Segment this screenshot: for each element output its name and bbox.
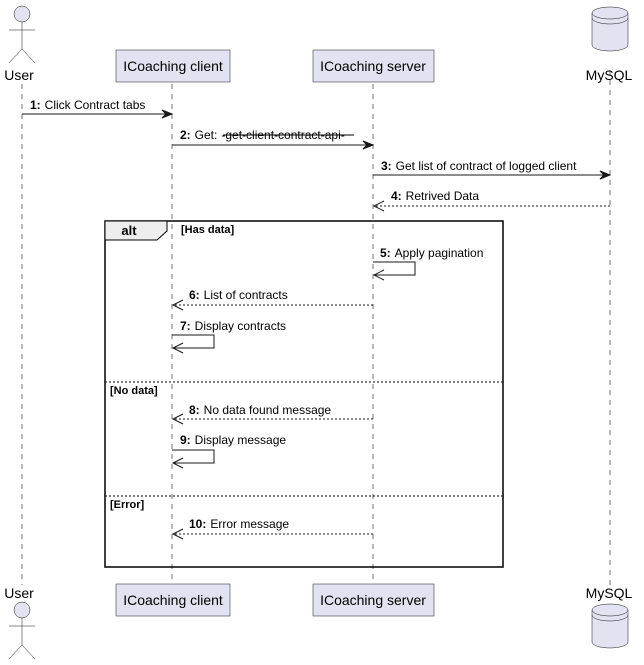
participant-client-top: ICoaching client [115,49,231,83]
guard-error: [Error] [110,499,145,511]
participant-label: MySQL [586,67,633,83]
message-5: 5:Apply pagination [372,246,483,281]
arrowhead [599,170,612,180]
alt-frame: alt [Has data] [No data] [Error] [104,220,504,568]
participant-server-top: ICoaching server [312,49,435,83]
actor-icon [8,601,36,660]
participant-label: User [4,585,34,601]
participant-label: ICoaching server [320,592,426,608]
participant-label: User [4,67,34,83]
svg-text:6:List of contracts: 6:List of contracts [189,288,288,302]
svg-text:5:Apply pagination: 5:Apply pagination [380,246,483,260]
message-7: 7:Display contracts [171,319,286,354]
svg-text:9:Display message: 9:Display message [180,433,286,447]
message-9: 9:Display message [171,433,286,469]
database-mysql-bottom: MySQL [586,585,633,649]
actor-icon [8,5,36,64]
participant-label: ICoaching client [123,58,223,74]
svg-text:10:Error message: 10:Error message [189,517,289,531]
alt-tab [104,220,168,241]
arrowhead [372,200,385,212]
arrowhead [171,299,184,311]
actor-user-bottom: User [4,585,36,660]
database-icon [591,603,629,649]
arrowhead [171,342,184,354]
participant-label: ICoaching client [123,592,223,608]
arrowhead [372,269,385,281]
alt-label: alt [121,223,137,238]
svg-text:7:Display contracts: 7:Display contracts [180,319,286,333]
svg-text:1:Click Contract tabs: 1:Click Contract tabs [30,98,145,112]
message-4: 4:Retrived Data [372,189,610,212]
arrowhead [171,528,184,540]
svg-text:3:Get list of contract of logg: 3:Get list of contract of logged client [381,159,577,173]
guard-has-data: [Has data] [181,224,235,236]
svg-text:4:Retrived Data: 4:Retrived Data [391,189,479,203]
actor-user-top: User [4,5,36,83]
participant-label: ICoaching server [320,58,426,74]
message-3: 3:Get list of contract of logged client [373,159,612,180]
arrowhead [362,140,375,150]
message-2: 2:Get:-get-client-contract-api- [172,128,375,150]
arrowhead [171,413,184,425]
guard-no-data: [No data] [110,385,158,397]
message-6: 6:List of contracts [171,288,373,311]
participant-label: MySQL [586,585,633,601]
svg-text:8:No data found message: 8:No data found message [189,403,331,417]
message-10: 10:Error message [171,517,373,540]
database-icon [591,6,629,52]
participant-server-bottom: ICoaching server [312,583,435,617]
database-mysql-top: MySQL [586,6,633,83]
message-8: 8:No data found message [171,403,373,425]
message-1: 1:Click Contract tabs [22,98,174,119]
arrowhead [161,109,174,119]
participant-client-bottom: ICoaching client [115,583,231,617]
arrowhead [171,457,184,469]
